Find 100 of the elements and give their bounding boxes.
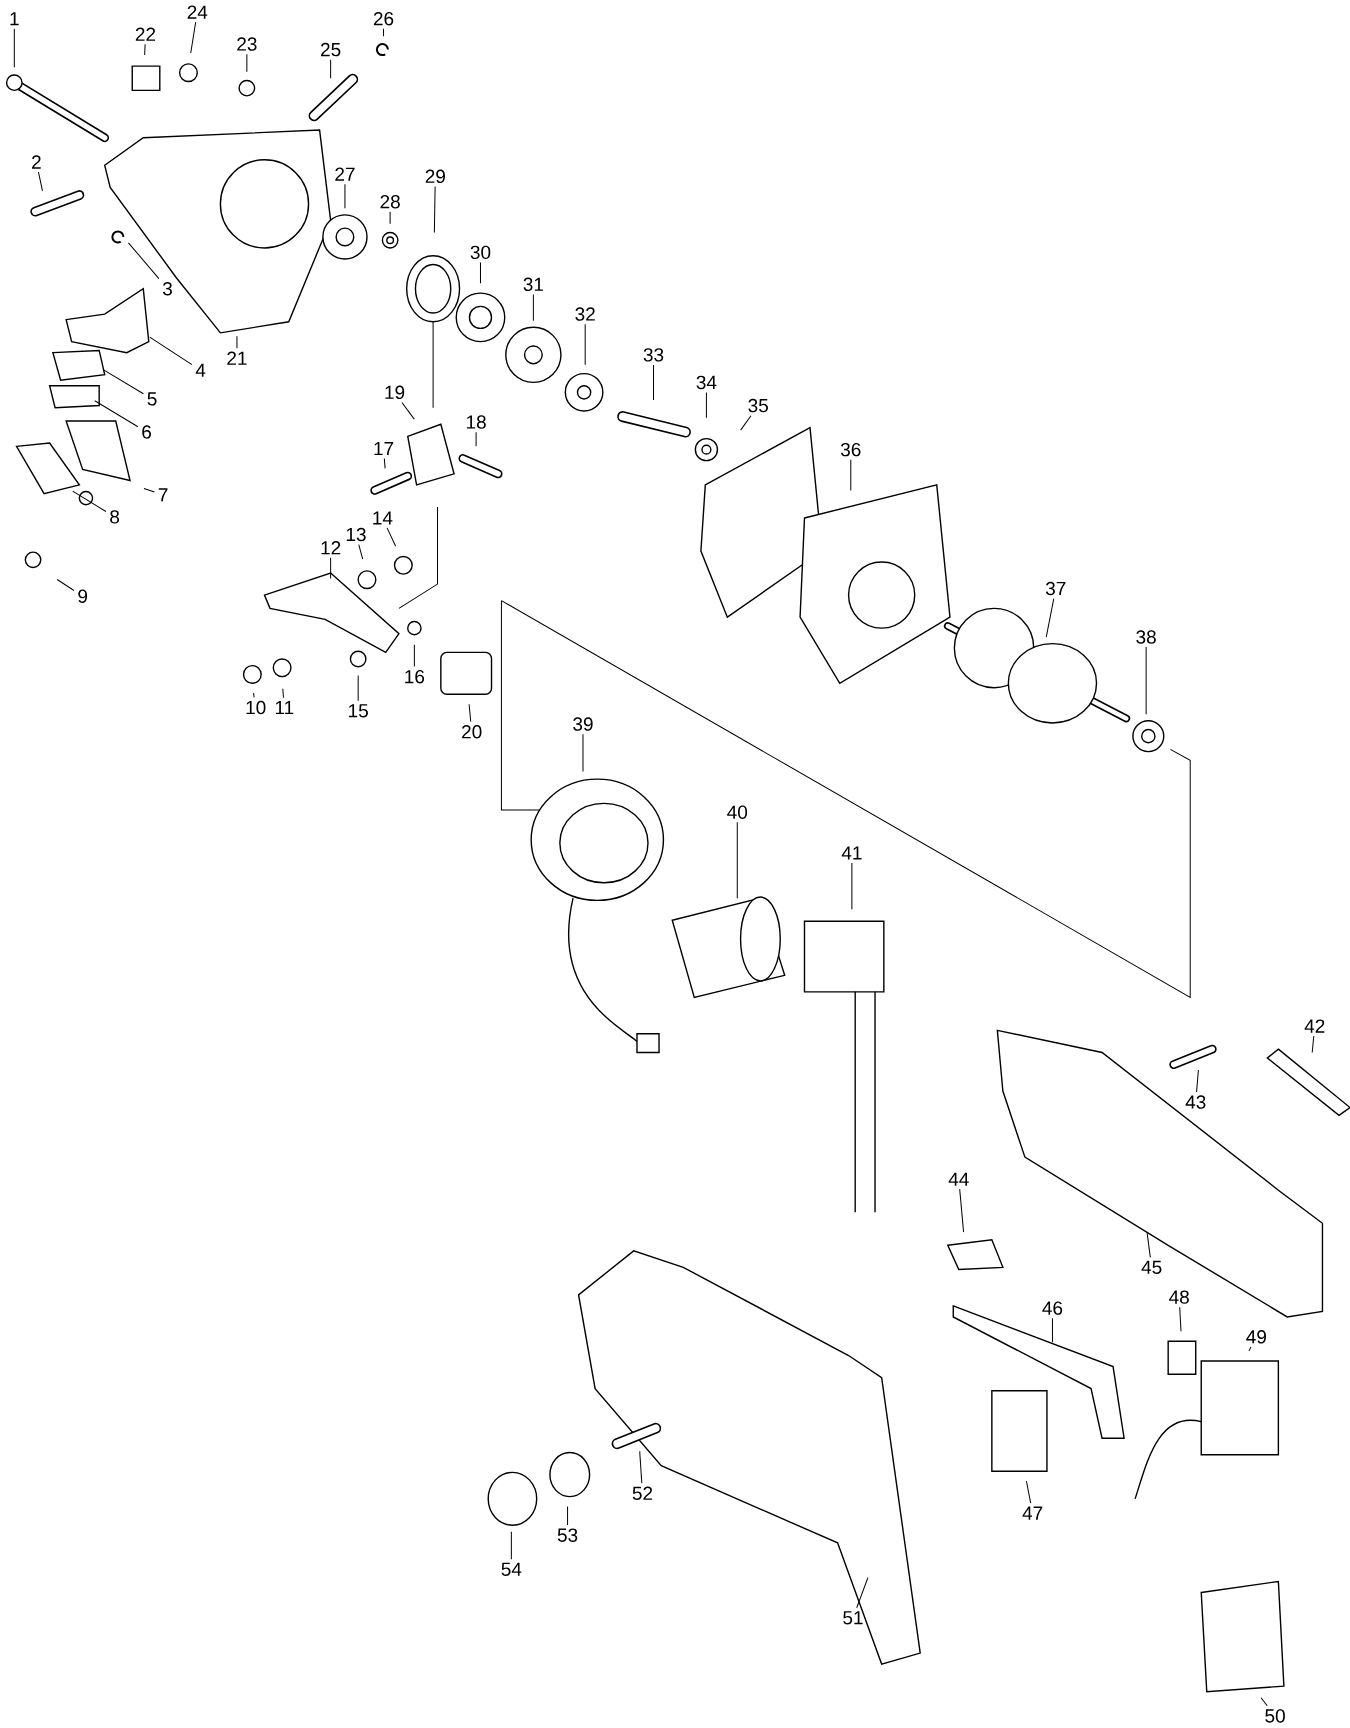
callout-number: 5 <box>147 392 157 406</box>
callout-number: 2 <box>32 155 41 169</box>
leader-line <box>740 415 752 431</box>
callout-number: 22 <box>135 27 156 41</box>
leader-line <box>1311 1035 1315 1053</box>
callout-number: 28 <box>380 194 400 209</box>
callout-number: 37 <box>1045 581 1066 596</box>
leader-line <box>72 490 107 513</box>
leader-line <box>639 1450 643 1484</box>
callout-number: 19 <box>385 385 405 400</box>
leader-line <box>358 544 364 560</box>
leader-line <box>246 53 248 73</box>
leader-line <box>582 733 584 772</box>
leader-line <box>433 185 436 234</box>
leader-line <box>1051 1317 1053 1343</box>
leader-line <box>1260 1697 1268 1707</box>
callout-number: 6 <box>142 425 151 439</box>
callout-number: 12 <box>321 541 341 555</box>
callout-number: 25 <box>321 42 341 57</box>
callout-number: 27 <box>335 167 355 181</box>
leader-line <box>1146 1232 1151 1258</box>
callout-number: 10 <box>246 700 266 715</box>
callout-number: 39 <box>573 717 593 731</box>
callout-number: 54 <box>501 1562 522 1576</box>
callout-number: 17 <box>374 442 394 456</box>
callout-number: 32 <box>575 307 595 321</box>
callout-number: 16 <box>405 669 425 684</box>
callout-number: 53 <box>557 1528 578 1542</box>
leader-line <box>330 59 332 79</box>
leader-line <box>190 21 197 54</box>
callout-number: 9 <box>78 589 88 603</box>
leader-line <box>413 644 415 668</box>
leader-line <box>236 335 238 349</box>
leader-line <box>330 557 332 580</box>
callout-number: 15 <box>349 704 368 718</box>
callout-number: 24 <box>187 5 208 19</box>
callout-number: 3 <box>162 282 172 296</box>
callout-number: 38 <box>1136 630 1156 644</box>
leader-line <box>344 183 346 209</box>
leader-line <box>401 401 415 420</box>
leader-line <box>389 211 391 225</box>
leader-line <box>253 692 255 698</box>
leader-line <box>851 862 853 910</box>
leader-line <box>856 1577 869 1609</box>
callout-number: 44 <box>948 1172 969 1186</box>
leader-line <box>357 675 359 702</box>
callout-number: 23 <box>237 37 257 51</box>
leader-line <box>144 43 146 56</box>
callout-number: 33 <box>643 348 664 362</box>
leader-line <box>532 293 534 322</box>
callout-number: 7 <box>158 488 168 502</box>
leader-line <box>13 28 15 68</box>
leader-line <box>1145 646 1147 715</box>
leader-line <box>468 703 472 723</box>
callout-number: 36 <box>840 442 861 457</box>
callout-number: 26 <box>373 12 394 26</box>
callout-number: 45 <box>1141 1260 1162 1274</box>
callout-number: 14 <box>373 511 393 525</box>
callout-number: 49 <box>1246 1330 1266 1344</box>
leader-line <box>475 431 477 447</box>
leader-line <box>1179 1306 1182 1332</box>
callout-number: 50 <box>1265 1709 1285 1723</box>
callout-number: 13 <box>346 527 366 542</box>
callout-number: 40 <box>727 805 748 819</box>
callout-number: 41 <box>841 846 862 860</box>
leader-line <box>1045 598 1055 638</box>
leader-line <box>386 527 397 547</box>
callout-number: 21 <box>227 351 247 365</box>
leader-line <box>510 1531 512 1560</box>
leader-line <box>94 400 139 428</box>
leader-line <box>143 487 155 493</box>
leader-line <box>383 28 385 37</box>
leader-line <box>38 171 43 192</box>
leader-line <box>103 369 144 395</box>
leader-line <box>584 323 586 366</box>
callout-number: 34 <box>696 375 717 390</box>
callout-number: 31 <box>523 277 543 292</box>
leader-line <box>480 262 481 284</box>
leader-line <box>1248 1346 1252 1352</box>
callout-number: 8 <box>110 510 120 524</box>
callout-number: 42 <box>1304 1019 1325 1033</box>
leader-line <box>56 579 75 591</box>
leader-line <box>653 364 655 401</box>
callout-number: 18 <box>466 415 486 429</box>
leader-line <box>1196 1069 1199 1093</box>
leader-line <box>567 1506 569 1526</box>
callout-number: 51 <box>843 1611 863 1625</box>
callout-number: 47 <box>1022 1506 1043 1520</box>
callout-number: 30 <box>470 245 491 260</box>
leader-line <box>959 1188 965 1233</box>
leader-line <box>705 392 707 419</box>
callout-number: 1 <box>10 12 19 26</box>
callout-number: 4 <box>195 363 206 377</box>
callout-number: 43 <box>1185 1095 1206 1109</box>
leader-line <box>149 336 193 366</box>
leader-line <box>282 688 284 699</box>
leader-line <box>383 458 386 469</box>
leader-line <box>736 821 738 899</box>
callout-number: 29 <box>425 169 445 184</box>
callout-number: 11 <box>275 701 294 715</box>
